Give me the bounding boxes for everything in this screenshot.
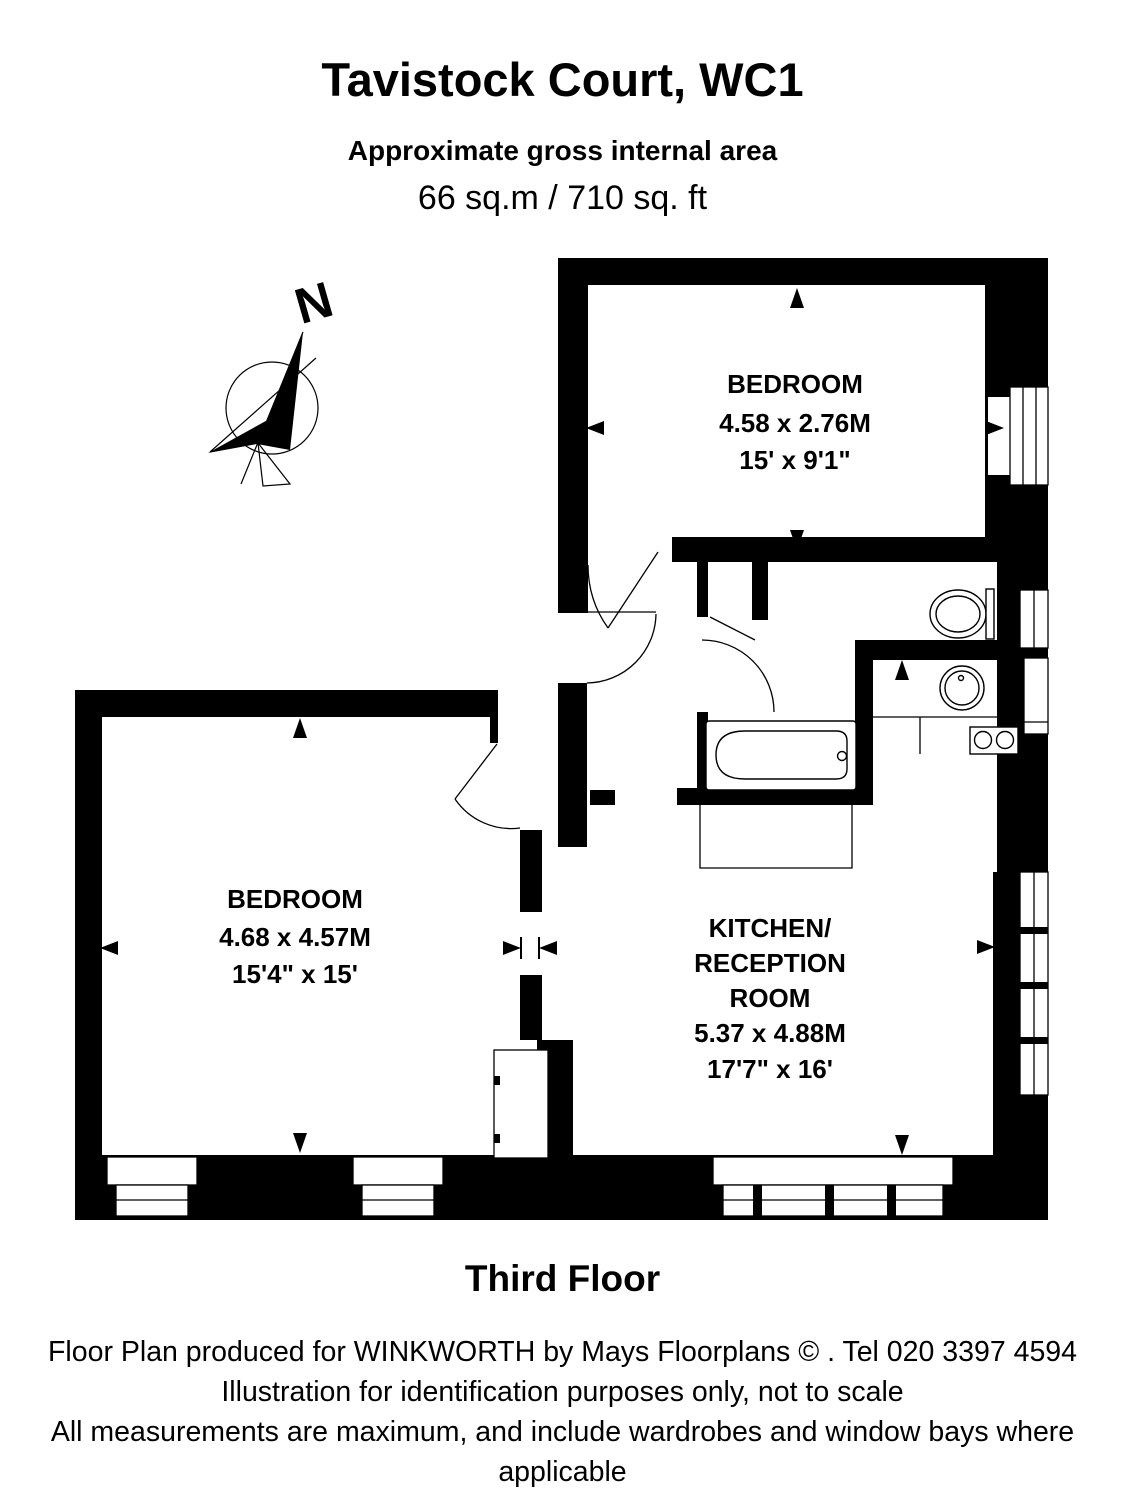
door-bathroom-icon	[701, 639, 775, 713]
window-bedroom1-icon	[988, 386, 1049, 486]
bedroom2-imperial: 15'4" x 15'	[232, 959, 358, 989]
window-toilet-icon	[1019, 589, 1049, 649]
floor-plan-drawing: N	[75, 258, 1049, 1220]
door-bedroom1-icon	[587, 551, 659, 629]
footer-line-2: Illustration for identification purposes…	[221, 1376, 904, 1408]
area-value: 66 sq.m / 710 sq. ft	[417, 179, 708, 217]
hob-icon	[969, 726, 1019, 755]
sink-icon	[939, 665, 985, 711]
page-title: Tavistock Court, WC1	[321, 53, 804, 106]
toilet-icon	[929, 588, 995, 640]
bedroom1-name: BEDROOM	[727, 369, 863, 399]
dimension-arrows	[100, 288, 1004, 1155]
bay-window-kitchen-icon	[712, 1156, 954, 1217]
door-entrance-icon	[586, 611, 657, 684]
windows	[106, 386, 1049, 1217]
door-bedroom2-icon	[454, 743, 521, 830]
bathtub-icon	[705, 720, 857, 791]
kitchen-name-2: RECEPTION	[694, 948, 846, 978]
floor-label: Third Floor	[464, 1258, 661, 1299]
bedroom2-name: BEDROOM	[227, 884, 363, 914]
cupboard-icon	[493, 1049, 549, 1159]
door-wc-icon	[709, 616, 756, 641]
window-sink-icon	[1023, 657, 1049, 735]
header: Tavistock Court, WC1 Approximate gross i…	[0, 0, 1125, 218]
footer-line-3: All measurements are maximum, and includ…	[50, 1416, 1075, 1488]
kitchen-imperial: 17'7" x 16'	[707, 1054, 833, 1084]
window-kitchen-icon	[1019, 871, 1049, 1096]
footer: Floor Plan produced for WINKWORTH by May…	[0, 1332, 1125, 1492]
room-labels: BEDROOM 4.58 x 2.76M 15' x 9'1" BEDROOM …	[219, 369, 871, 1084]
bay-window-bedroom2-left-icon	[106, 1156, 198, 1217]
walls	[75, 258, 1048, 1220]
bedroom2-metric: 4.68 x 4.57M	[219, 922, 371, 952]
doors	[454, 551, 775, 830]
kitchen-metric: 5.37 x 4.88M	[694, 1018, 846, 1048]
footer-line-1: Floor Plan produced for WINKWORTH by May…	[48, 1336, 1077, 1368]
bedroom1-imperial: 15' x 9'1"	[739, 445, 850, 475]
kitchen-counter	[699, 716, 1020, 869]
bedroom1-metric: 4.58 x 2.76M	[719, 408, 871, 438]
area-subtitle: Approximate gross internal area	[347, 135, 778, 166]
kitchen-name-1: KITCHEN/	[709, 913, 832, 943]
bay-window-bedroom2-right-icon	[352, 1156, 444, 1217]
compass-north-label: N	[289, 271, 339, 335]
fixtures	[699, 588, 1020, 869]
kitchen-name-3: ROOM	[730, 983, 811, 1013]
compass-rose-icon: N	[208, 271, 339, 487]
